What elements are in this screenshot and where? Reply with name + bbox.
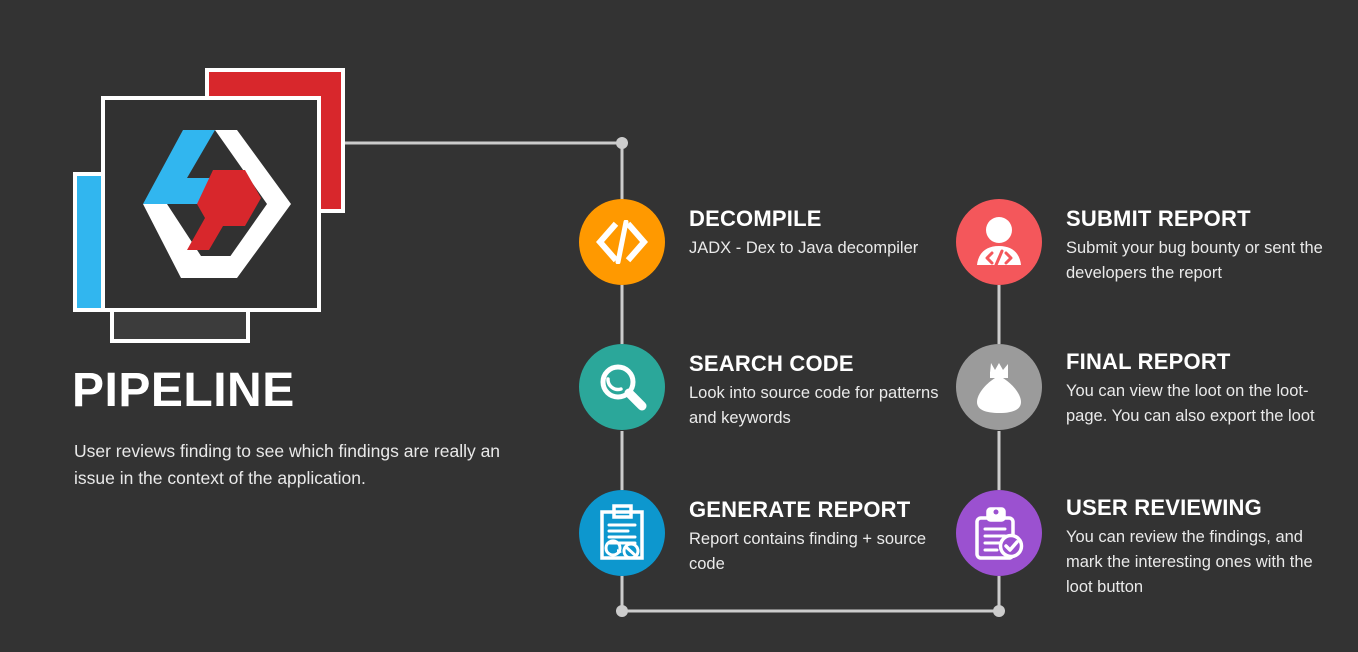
user-reviewing-icon-circle[interactable] bbox=[956, 490, 1042, 576]
decompile-title: DECOMPILE bbox=[689, 206, 822, 231]
step-submit-report[interactable]: SUBMIT REPORT Submit your bug bounty or … bbox=[956, 199, 1328, 286]
user-reviewing-title: USER REVIEWING bbox=[1066, 495, 1262, 520]
brand-logo bbox=[70, 68, 360, 343]
connector-logo-to-decompile bbox=[341, 141, 624, 200]
logo-white-left-arm bbox=[143, 204, 237, 278]
logo-blue-chevron bbox=[143, 130, 217, 204]
page-title: PIPELINE bbox=[72, 364, 295, 417]
code-brackets-icon bbox=[596, 220, 648, 264]
decompile-icon-circle[interactable] bbox=[579, 199, 665, 285]
magnifying-glass-icon bbox=[600, 364, 647, 411]
step-generate-report[interactable]: GENERATE REPORT Report contains finding … bbox=[579, 490, 951, 577]
step-search-code[interactable]: SEARCH CODE Look into source code for pa… bbox=[579, 344, 951, 431]
person-code-icon bbox=[977, 217, 1021, 267]
user-reviewing-text-block: USER REVIEWING You can review the findin… bbox=[1066, 490, 1328, 601]
generate-report-text-block: GENERATE REPORT Report contains finding … bbox=[689, 490, 951, 577]
logo-card-shadow bbox=[110, 308, 250, 343]
clipboard-check-icon bbox=[975, 507, 1024, 560]
page-description: User reviews finding to see which findin… bbox=[74, 441, 501, 489]
connector-node-bottom-right bbox=[993, 605, 1005, 617]
decompile-text-block: DECOMPILE JADX - Dex to Java decompiler bbox=[689, 199, 918, 261]
money-bag-icon bbox=[977, 363, 1021, 413]
submit-report-title: SUBMIT REPORT bbox=[1066, 206, 1251, 231]
search-code-icon-circle[interactable] bbox=[579, 344, 665, 430]
connector-node-bottom-left bbox=[616, 605, 628, 617]
connector-generate-to-user-reviewing bbox=[620, 576, 1001, 613]
search-code-text-block: SEARCH CODE Look into source code for pa… bbox=[689, 344, 951, 431]
final-report-title: FINAL REPORT bbox=[1066, 349, 1231, 374]
decompile-description: JADX - Dex to Java decompiler bbox=[689, 239, 919, 258]
final-report-icon-circle[interactable] bbox=[956, 344, 1042, 430]
logo-white-right-arm bbox=[215, 130, 291, 278]
submit-report-description: Submit your bug bounty or sent the devel… bbox=[1066, 239, 1323, 283]
submit-report-text-block: SUBMIT REPORT Submit your bug bounty or … bbox=[1066, 199, 1328, 286]
search-code-title: SEARCH CODE bbox=[689, 351, 854, 376]
logo-hexagon-mark bbox=[143, 130, 291, 278]
final-report-text-block: FINAL REPORT You can view the loot on th… bbox=[1066, 344, 1328, 429]
connector-node-top bbox=[616, 137, 628, 149]
logo-card-main bbox=[101, 96, 321, 312]
step-decompile[interactable]: DECOMPILE JADX - Dex to Java decompiler bbox=[579, 199, 918, 285]
submit-report-icon-circle[interactable] bbox=[956, 199, 1042, 285]
search-code-description: Look into source code for patterns and k… bbox=[689, 384, 939, 428]
clipboard-report-icon bbox=[600, 504, 644, 560]
user-reviewing-description: You can review the findings, and mark th… bbox=[1066, 528, 1313, 597]
final-report-description: You can view the loot on the loot-page. … bbox=[1066, 382, 1315, 426]
step-final-report[interactable]: FINAL REPORT You can view the loot on th… bbox=[956, 344, 1328, 430]
generate-report-description: Report contains finding + source code bbox=[689, 530, 927, 574]
generate-report-icon-circle[interactable] bbox=[579, 490, 665, 576]
logo-red-key bbox=[187, 170, 261, 250]
generate-report-title: GENERATE REPORT bbox=[689, 497, 911, 522]
step-user-reviewing[interactable]: USER REVIEWING You can review the findin… bbox=[956, 490, 1328, 601]
